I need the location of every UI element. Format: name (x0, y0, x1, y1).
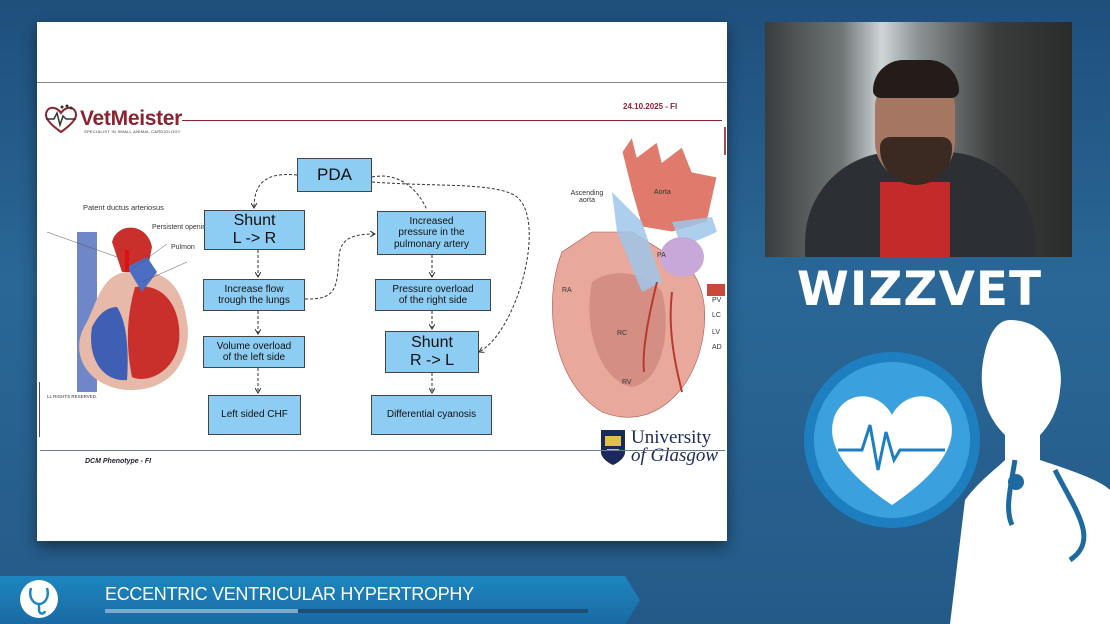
heart-logo-icon (44, 104, 78, 134)
box-text: Shunt (411, 333, 453, 351)
label-ad: AD (712, 344, 722, 351)
box-text: of the right side (398, 295, 468, 306)
flow-arrows (37, 173, 530, 541)
label-ra: RA (562, 287, 572, 294)
stethoscope-logo-icon (20, 580, 58, 618)
box-text: L -> R (232, 230, 277, 247)
presentation-slide: VetMeister SPECIALIST IN SMALL ANIMAL CA… (37, 22, 727, 541)
box-text: Increase flow (224, 283, 284, 295)
progress-bar (105, 609, 588, 613)
label-pulmonary-artery: Pulmonary artery (171, 244, 195, 251)
presenter-shirt (880, 182, 950, 257)
slide-marker (724, 127, 726, 155)
logo-tagline: SPECIALIST IN SMALL ANIMAL CARDIOLOGY (84, 129, 181, 134)
university-crest-icon (601, 430, 625, 465)
label-rc: RC (617, 330, 628, 337)
divider (37, 82, 727, 83)
box-text: R -> L (409, 352, 454, 369)
logo-name: VetMeister (80, 107, 183, 130)
box-text: Left sided CHF (221, 409, 288, 421)
label-pv: PV (712, 297, 722, 304)
presenter-hair (873, 60, 959, 98)
image-title: Patent ductus arteriosus (83, 203, 164, 212)
header-line (182, 120, 722, 121)
university-name: University (631, 427, 712, 448)
lower-third-bar (0, 576, 640, 624)
label-lv: LV (712, 329, 721, 336)
box-text: Shunt (233, 211, 276, 229)
brand-name: WIZZVET (797, 262, 1043, 317)
slide-edge (39, 382, 40, 437)
pda-heart-illustration (47, 227, 188, 392)
box-text: pulmonary artery (393, 238, 470, 250)
copyright: LL RIGHTS RESERVED. (47, 394, 98, 399)
flow-box-left-chf: Left sided CHF (208, 395, 301, 435)
heart-anatomy-illustration (552, 135, 725, 418)
segment-title: ECCENTRIC VENTRICULAR HYPERTROPHY (105, 584, 474, 604)
label-persistent-opening: Persistent opening (152, 224, 210, 231)
box-text: Volume overload (216, 340, 292, 352)
footer-line (40, 450, 725, 451)
vetmeister-logo: VetMeister SPECIALIST IN SMALL ANIMAL CA… (42, 104, 182, 134)
box-text: Pressure overload (392, 283, 474, 295)
slide-footer: DCM Phenotype - FI (85, 458, 152, 465)
box-text: trough the lungs (218, 295, 290, 306)
box-text: Differential cyanosis (386, 409, 477, 421)
box-text: PDA (317, 165, 352, 185)
webcam-feed (765, 22, 1072, 257)
label-ascending-aorta: Ascending aorta (570, 190, 604, 204)
box-text: of the left side (222, 352, 286, 363)
box-text: pressure in the (398, 227, 465, 239)
label-rv: RV (622, 379, 632, 386)
label-pa: PA (657, 252, 666, 259)
flow-box-cyanosis: Differential cyanosis (371, 395, 492, 435)
slide-date: 24.10.2025 - FI (623, 102, 678, 111)
label-lc: LC (712, 312, 721, 319)
label-aorta: Aorta (654, 189, 671, 196)
progress-fill (105, 609, 299, 613)
box-text: Increased (409, 215, 454, 227)
flow-box-pda: PDA (297, 158, 372, 192)
doctor-silhouette-graphic (804, 320, 1110, 624)
